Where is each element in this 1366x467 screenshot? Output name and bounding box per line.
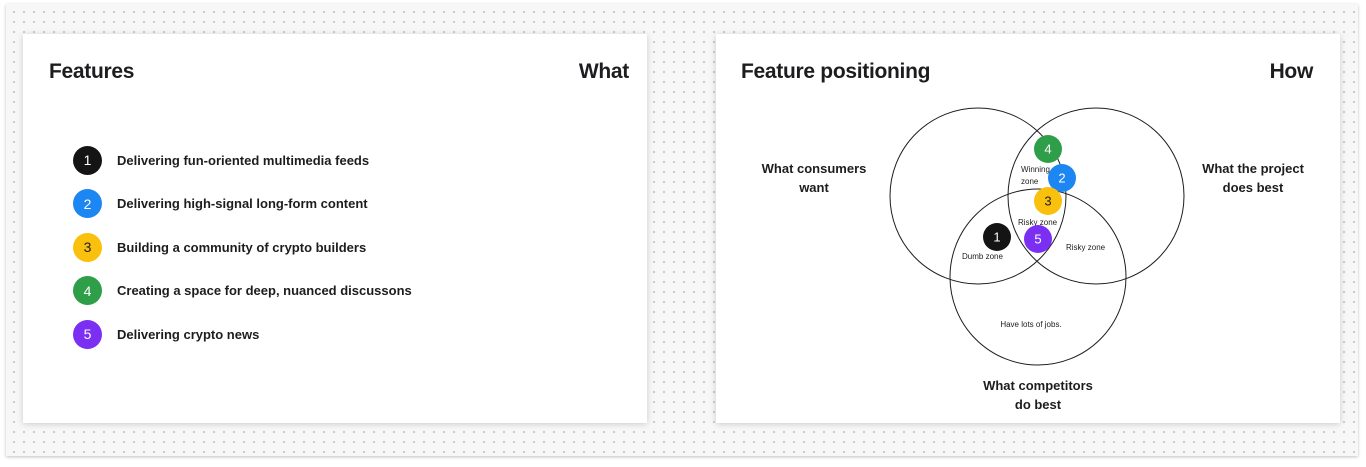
venn-marker-2[interactable]: 2 <box>1048 164 1076 192</box>
venn-marker-1-number: 1 <box>993 230 1000 245</box>
venn-marker-4-number: 4 <box>1044 142 1051 157</box>
positioning-tag: How <box>1269 60 1314 83</box>
zone-label-risky-right: Risky zone <box>1066 243 1106 252</box>
feature-label-4: Creating a space for deep, nuanced discu… <box>117 283 412 299</box>
feature-badge-4: 4 <box>73 276 102 306</box>
venn-marker-4-dot <box>1034 135 1062 163</box>
set-label-consumers-line2: want <box>798 180 829 195</box>
feature-label-2: Delivering high-signal long-form content <box>117 196 368 212</box>
board-canvas: Features What 1 Delivering fun-oriented … <box>6 4 1358 456</box>
venn-marker-3-number: 3 <box>1044 194 1051 209</box>
venn-marker-2-dot <box>1048 164 1076 192</box>
set-label-competitors-line1: What competitors <box>983 378 1093 393</box>
venn-diagram: What consumers want What the project doe… <box>762 107 1305 412</box>
feature-badge-2: 2 <box>73 189 102 219</box>
set-label-competitors-line2: do best <box>1015 397 1062 412</box>
venn-marker-1-dot <box>983 223 1011 251</box>
venn-marker-1[interactable]: 1 <box>983 223 1011 251</box>
venn-marker-5-number: 5 <box>1034 232 1041 247</box>
positioning-title: Feature positioning <box>741 60 931 83</box>
feature-item-4[interactable]: 4 Creating a space for deep, nuanced dis… <box>73 276 412 306</box>
venn-circle-competitors <box>949 188 1127 366</box>
zone-label-dumb: Dumb zone <box>962 252 1003 261</box>
positioning-card[interactable]: Feature positioning How What consumers w… <box>716 34 1340 423</box>
venn-marker-4[interactable]: 4 <box>1034 135 1062 163</box>
feature-badge-5: 5 <box>73 319 102 349</box>
feature-item-1[interactable]: 1 Delivering fun-oriented multimedia fee… <box>73 145 412 175</box>
set-label-project-line2: does best <box>1223 180 1284 195</box>
venn-marker-3[interactable]: 3 <box>1034 187 1062 215</box>
venn-marker-5[interactable]: 5 <box>1024 225 1052 253</box>
feature-item-3[interactable]: 3 Building a community of crypto builder… <box>73 232 412 262</box>
zone-label-competitors-only: Have lots of jobs. <box>1000 320 1061 329</box>
set-label-consumers-line1: What consumers <box>762 161 867 176</box>
features-tag: What <box>578 60 629 83</box>
set-label-project-line1: What the project <box>1202 161 1305 176</box>
features-card[interactable]: Features What 1 Delivering fun-oriented … <box>23 34 647 423</box>
feature-label-1: Delivering fun-oriented multimedia feeds <box>117 152 370 168</box>
features-title: Features <box>49 60 135 83</box>
venn-marker-3-dot <box>1034 187 1062 215</box>
feature-item-5[interactable]: 5 Delivering crypto news <box>73 319 412 349</box>
venn-circle-consumers <box>889 107 1067 285</box>
feature-badge-1: 1 <box>73 145 102 175</box>
venn-marker-2-number: 2 <box>1058 171 1065 186</box>
venn-marker-5-dot <box>1024 225 1052 253</box>
zone-label-winning-line1: Winning <box>1021 165 1050 174</box>
feature-badge-3: 3 <box>73 232 102 262</box>
feature-label-3: Building a community of crypto builders <box>117 239 367 255</box>
feature-label-5: Delivering crypto news <box>117 326 260 342</box>
venn-circle-project <box>1007 107 1185 285</box>
zone-label-risky-center: Risky zone <box>1018 218 1058 227</box>
zone-label-winning-line2: zone <box>1021 177 1039 186</box>
feature-item-2[interactable]: 2 Delivering high-signal long-form conte… <box>73 189 412 219</box>
feature-list: 1 Delivering fun-oriented multimedia fee… <box>73 145 412 363</box>
